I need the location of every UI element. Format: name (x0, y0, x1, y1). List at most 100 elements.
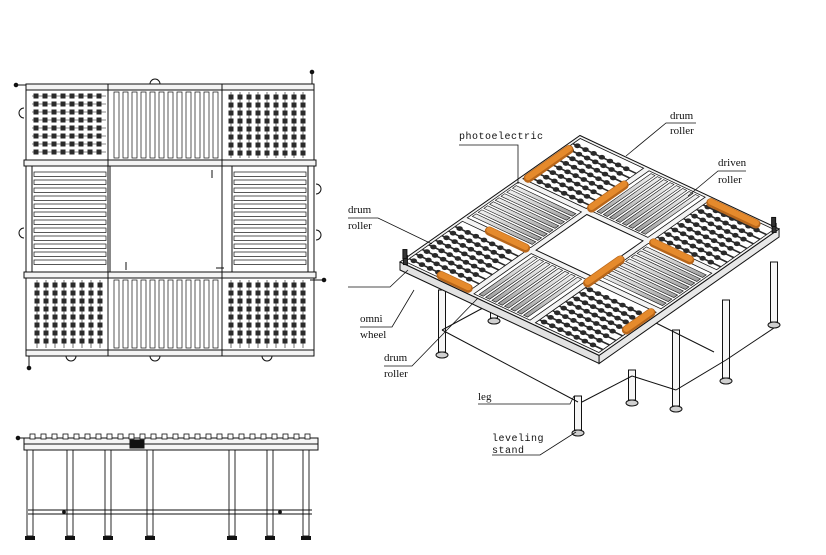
iso-omni-wheel (707, 259, 714, 265)
side-roller (62, 433, 69, 440)
omni-wheel (273, 290, 279, 296)
omni-wheel (96, 109, 102, 115)
omni-wheel (282, 322, 288, 328)
omni-wheel (33, 149, 39, 155)
iso-omni-wheel (602, 333, 610, 339)
label-leg: leg (478, 391, 492, 403)
omni-wheel (96, 149, 102, 155)
omni-wheel (246, 102, 252, 108)
leader-leveling (492, 431, 577, 456)
iso-roller (483, 205, 548, 237)
iso-omni-wheel (577, 160, 584, 166)
iso-omni-wheel (584, 317, 592, 323)
top-frame-rail (25, 83, 315, 91)
iso-omni-wheel (536, 179, 543, 185)
roller (176, 279, 183, 349)
side-leg (66, 449, 74, 537)
omni-wheel (87, 93, 93, 99)
omni-wheel (34, 290, 40, 296)
omni-wheel (237, 322, 243, 328)
iso-omni-wheel (448, 260, 455, 266)
side-roller (128, 433, 135, 440)
omni-wheel (282, 298, 288, 304)
iso-omni-wheel (540, 319, 548, 325)
side-drive-box (129, 439, 145, 449)
iso-omni-wheel (594, 329, 602, 335)
omni-wheel (52, 338, 58, 344)
omni-wheel (282, 306, 288, 312)
roller (233, 227, 307, 233)
omni-wheel (52, 290, 58, 296)
iso-omni-wheel (555, 318, 562, 324)
iso-omni-wheel (746, 232, 754, 237)
omni-wheel (42, 133, 48, 139)
omni-wheel (228, 134, 234, 140)
omni-wheel (282, 118, 288, 124)
side-roller (205, 433, 212, 440)
side-roller (106, 433, 113, 440)
leader-leg (478, 395, 575, 405)
pad-arc-2 (18, 227, 25, 239)
omni-wheel (300, 322, 306, 328)
omni-wheel (291, 314, 297, 320)
roller (122, 279, 129, 349)
omni-wheel (237, 126, 243, 132)
iso-leg (438, 289, 446, 353)
label-roller-top: roller (670, 125, 694, 137)
side-roller (139, 433, 146, 440)
iso-omni-wheel (477, 259, 484, 264)
iso-omni-wheel (720, 250, 728, 256)
roller (233, 203, 307, 209)
omni-wheel (61, 314, 67, 320)
iso-omni-wheel (582, 147, 589, 153)
side-roller (216, 433, 223, 440)
iso-omni-wheel (451, 239, 458, 245)
iso-omni-wheel (560, 305, 567, 311)
roller (158, 279, 165, 349)
omni-wheel (273, 134, 279, 140)
iso-omni-wheel (462, 259, 470, 265)
iso-omni-wheel (551, 178, 558, 184)
omni-wheel (273, 338, 279, 344)
omni-wheel (78, 141, 84, 147)
omni-wheel (282, 314, 288, 320)
iso-omni-wheel (710, 238, 718, 244)
iso-omni-wheel (609, 175, 617, 181)
iso-omni-wheel (449, 230, 457, 236)
iso-omni-wheel (567, 186, 574, 192)
iso-omni-wheel (560, 190, 568, 196)
omni-wheel (79, 298, 85, 304)
omni-wheel (264, 134, 270, 140)
omni-wheel (60, 93, 66, 99)
omni-wheel (52, 298, 58, 304)
iso-omni-wheel (601, 324, 608, 330)
iso-roller (609, 179, 669, 220)
omni-wheel (246, 126, 252, 132)
omni-wheel (228, 298, 234, 304)
side-legs (25, 449, 311, 540)
omni-wheel (264, 118, 270, 124)
iso-omni-wheel (565, 331, 572, 336)
iso-drum-roller-highlight (525, 145, 573, 181)
omni-wheel (246, 298, 252, 304)
iso-roller (511, 185, 577, 217)
omni-wheel (300, 134, 306, 140)
omni-wheel (33, 141, 39, 147)
omni-wheel (300, 338, 306, 344)
omni-wheel (96, 117, 102, 123)
omni-wheel (61, 306, 67, 312)
omni-wheel (237, 330, 243, 336)
omni-wheel (300, 118, 306, 124)
omni-wheel (237, 94, 243, 100)
roller (33, 235, 107, 241)
omni-wheel (291, 150, 297, 156)
omni-wheel (33, 93, 39, 99)
omni-wheel (291, 94, 297, 100)
omni-wheel (97, 322, 103, 328)
omni-wheel (228, 126, 234, 132)
iso-leg (628, 369, 636, 401)
omni-wheel (246, 118, 252, 124)
iso-leg (770, 261, 778, 323)
omni-wheel (51, 117, 57, 123)
top-right-pin-dot (309, 69, 315, 75)
